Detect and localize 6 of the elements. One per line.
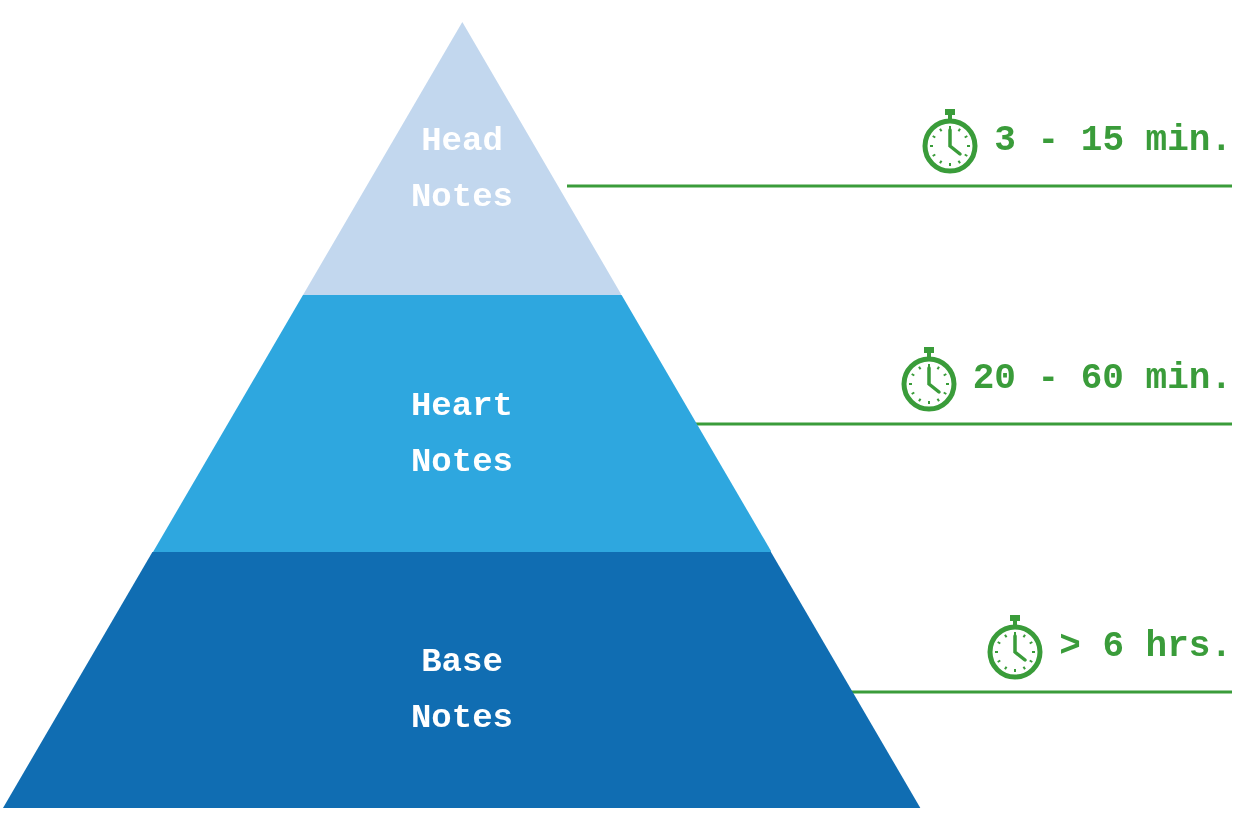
duration-label: > 6 hrs. bbox=[1059, 625, 1232, 669]
duration-label: 3 - 15 min. bbox=[994, 119, 1232, 163]
layer-label: Heart Notes bbox=[409, 385, 514, 483]
duration-label: 20 - 60 min. bbox=[972, 357, 1232, 401]
layer-label: Base Notes bbox=[409, 642, 514, 739]
layer-label: Head Notes bbox=[409, 120, 514, 218]
